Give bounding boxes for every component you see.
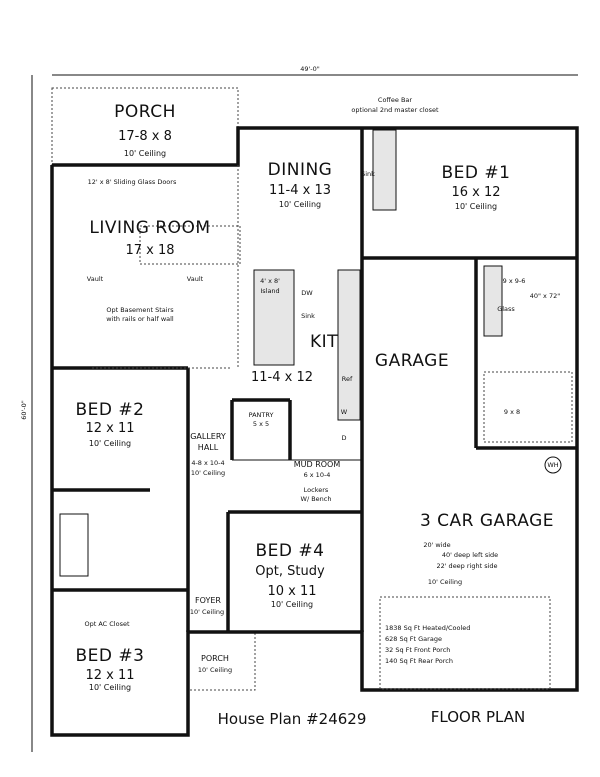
dimension-width: 49'-0" bbox=[52, 65, 578, 76]
sliding-doors-note: 12' x 8' Sliding Glass Doors bbox=[88, 178, 177, 186]
width-label: 49'-0" bbox=[300, 65, 320, 73]
bed3-ceiling: 10' Ceiling bbox=[89, 683, 131, 692]
kitchen-island bbox=[253, 269, 295, 366]
car-garage-name: 3 CAR GARAGE bbox=[420, 511, 554, 531]
pantry-name: PANTRY bbox=[249, 411, 274, 419]
bathtub bbox=[59, 513, 89, 577]
gallery-size: 4-8 x 10-4 bbox=[191, 459, 224, 467]
dishwasher-label: DW bbox=[301, 289, 313, 297]
garage-width: 20' wide bbox=[423, 541, 450, 549]
bed2-size: 12 x 11 bbox=[85, 421, 134, 436]
mud-room-size: 6 x 10-4 bbox=[304, 471, 331, 479]
coffee-bar-note-2: optional 2nd master closet bbox=[351, 106, 439, 114]
vault-right: Vault bbox=[187, 275, 204, 283]
bed4-size: 10 x 11 bbox=[267, 584, 316, 599]
ac-closet-note: Opt AC Closet bbox=[84, 620, 130, 628]
dimension-depth: 60'-0" bbox=[20, 75, 33, 752]
garage-depth-left: 40' deep left side bbox=[442, 551, 498, 559]
stat-front-porch: 32 Sq Ft Front Porch bbox=[385, 646, 450, 654]
plan-number: House Plan #24629 bbox=[218, 710, 367, 728]
water-heater-icon bbox=[544, 456, 562, 474]
rear-porch-name: PORCH bbox=[114, 102, 176, 122]
front-porch-ceiling: 10' Ceiling bbox=[198, 666, 232, 674]
coffee-bar-note: Coffee Bar bbox=[378, 96, 413, 104]
master-closet-size: 9 x 8 bbox=[504, 408, 520, 416]
kitchen-name: KIT bbox=[310, 332, 338, 352]
master-closet bbox=[483, 371, 573, 443]
master-bath-size: 9 x 9-6 bbox=[503, 277, 526, 285]
gallery-name: GALLERY bbox=[190, 432, 226, 441]
plan-type: FLOOR PLAN bbox=[431, 708, 525, 726]
stairs-note-2: with rails or half wall bbox=[106, 315, 174, 323]
bed4-subtitle: Opt, Study bbox=[255, 564, 325, 579]
foyer-ceiling: 10' Ceiling bbox=[190, 608, 224, 616]
gallery-ceiling: 10' Ceiling bbox=[191, 469, 225, 477]
glass-label: Glass bbox=[497, 305, 515, 313]
coffee-bar-counter bbox=[372, 129, 397, 211]
fridge-label: Ref bbox=[342, 375, 353, 383]
living-room-name: LIVING ROOM bbox=[89, 218, 210, 238]
bed1-name: BED #1 bbox=[442, 163, 511, 183]
living-room-size: 17 x 18 bbox=[125, 243, 174, 258]
kitchen-counter bbox=[337, 269, 361, 421]
dining-ceiling: 10' Ceiling bbox=[279, 200, 321, 209]
foyer-name: FOYER bbox=[195, 596, 221, 605]
vanity bbox=[483, 265, 503, 337]
garage-depth-right: 22' deep right side bbox=[436, 562, 497, 570]
bed2-ceiling: 10' Ceiling bbox=[89, 439, 131, 448]
bed4-name: BED #4 bbox=[256, 541, 325, 561]
dryer-label: D bbox=[341, 434, 346, 442]
bed1-size: 16 x 12 bbox=[451, 185, 500, 200]
stairs-note-1: Opt Basement Stairs bbox=[106, 306, 174, 314]
mud-room-name: MUD ROOM bbox=[294, 460, 341, 469]
water-heater-label: WH bbox=[547, 461, 558, 469]
bed1-ceiling: 10' Ceiling bbox=[455, 202, 497, 211]
rear-porch-ceiling: 10' Ceiling bbox=[124, 149, 166, 158]
front-porch-name: PORCH bbox=[201, 654, 229, 663]
bed3-name: BED #3 bbox=[76, 646, 145, 666]
gallery-name-2: HALL bbox=[198, 443, 219, 452]
interior-walls bbox=[52, 128, 577, 632]
bed3-size: 12 x 11 bbox=[85, 668, 134, 683]
kitchen-sink-label: Sink bbox=[301, 312, 315, 320]
garage-ceiling: 10' Ceiling bbox=[428, 578, 462, 586]
lockers-label: Lockers bbox=[304, 486, 329, 494]
depth-label: 60'-0" bbox=[20, 400, 28, 420]
garage-label: GARAGE bbox=[375, 351, 449, 371]
pantry-size: 5 x 5 bbox=[253, 420, 269, 428]
garage-door-area bbox=[379, 596, 551, 690]
island-label: Island bbox=[260, 287, 279, 295]
dining-name: DINING bbox=[268, 160, 333, 180]
island-size: 4' x 8' bbox=[260, 277, 280, 285]
stat-rear-porch: 140 Sq Ft Rear Porch bbox=[385, 657, 453, 665]
stat-heated: 1838 Sq Ft Heated/Cooled bbox=[385, 624, 470, 632]
coffee-bar-sink: Sink bbox=[361, 170, 375, 178]
basement-stairs bbox=[139, 225, 241, 265]
vault-left: Vault bbox=[87, 275, 104, 283]
washer-label: W bbox=[341, 408, 348, 416]
shower-size: 40" x 72" bbox=[530, 292, 561, 300]
bench-label: W/ Bench bbox=[301, 495, 332, 503]
stat-garage: 628 Sq Ft Garage bbox=[385, 635, 442, 643]
exterior-walls bbox=[50, 126, 579, 737]
square-footage: 1838 Sq Ft Heated/Cooled 628 Sq Ft Garag… bbox=[385, 624, 470, 665]
bed2-name: BED #2 bbox=[76, 400, 145, 420]
bed4-ceiling: 10' Ceiling bbox=[271, 600, 313, 609]
kitchen-size: 11-4 x 12 bbox=[251, 370, 313, 385]
dining-size: 11-4 x 13 bbox=[269, 183, 331, 198]
rear-porch-size: 17-8 x 8 bbox=[118, 129, 172, 144]
